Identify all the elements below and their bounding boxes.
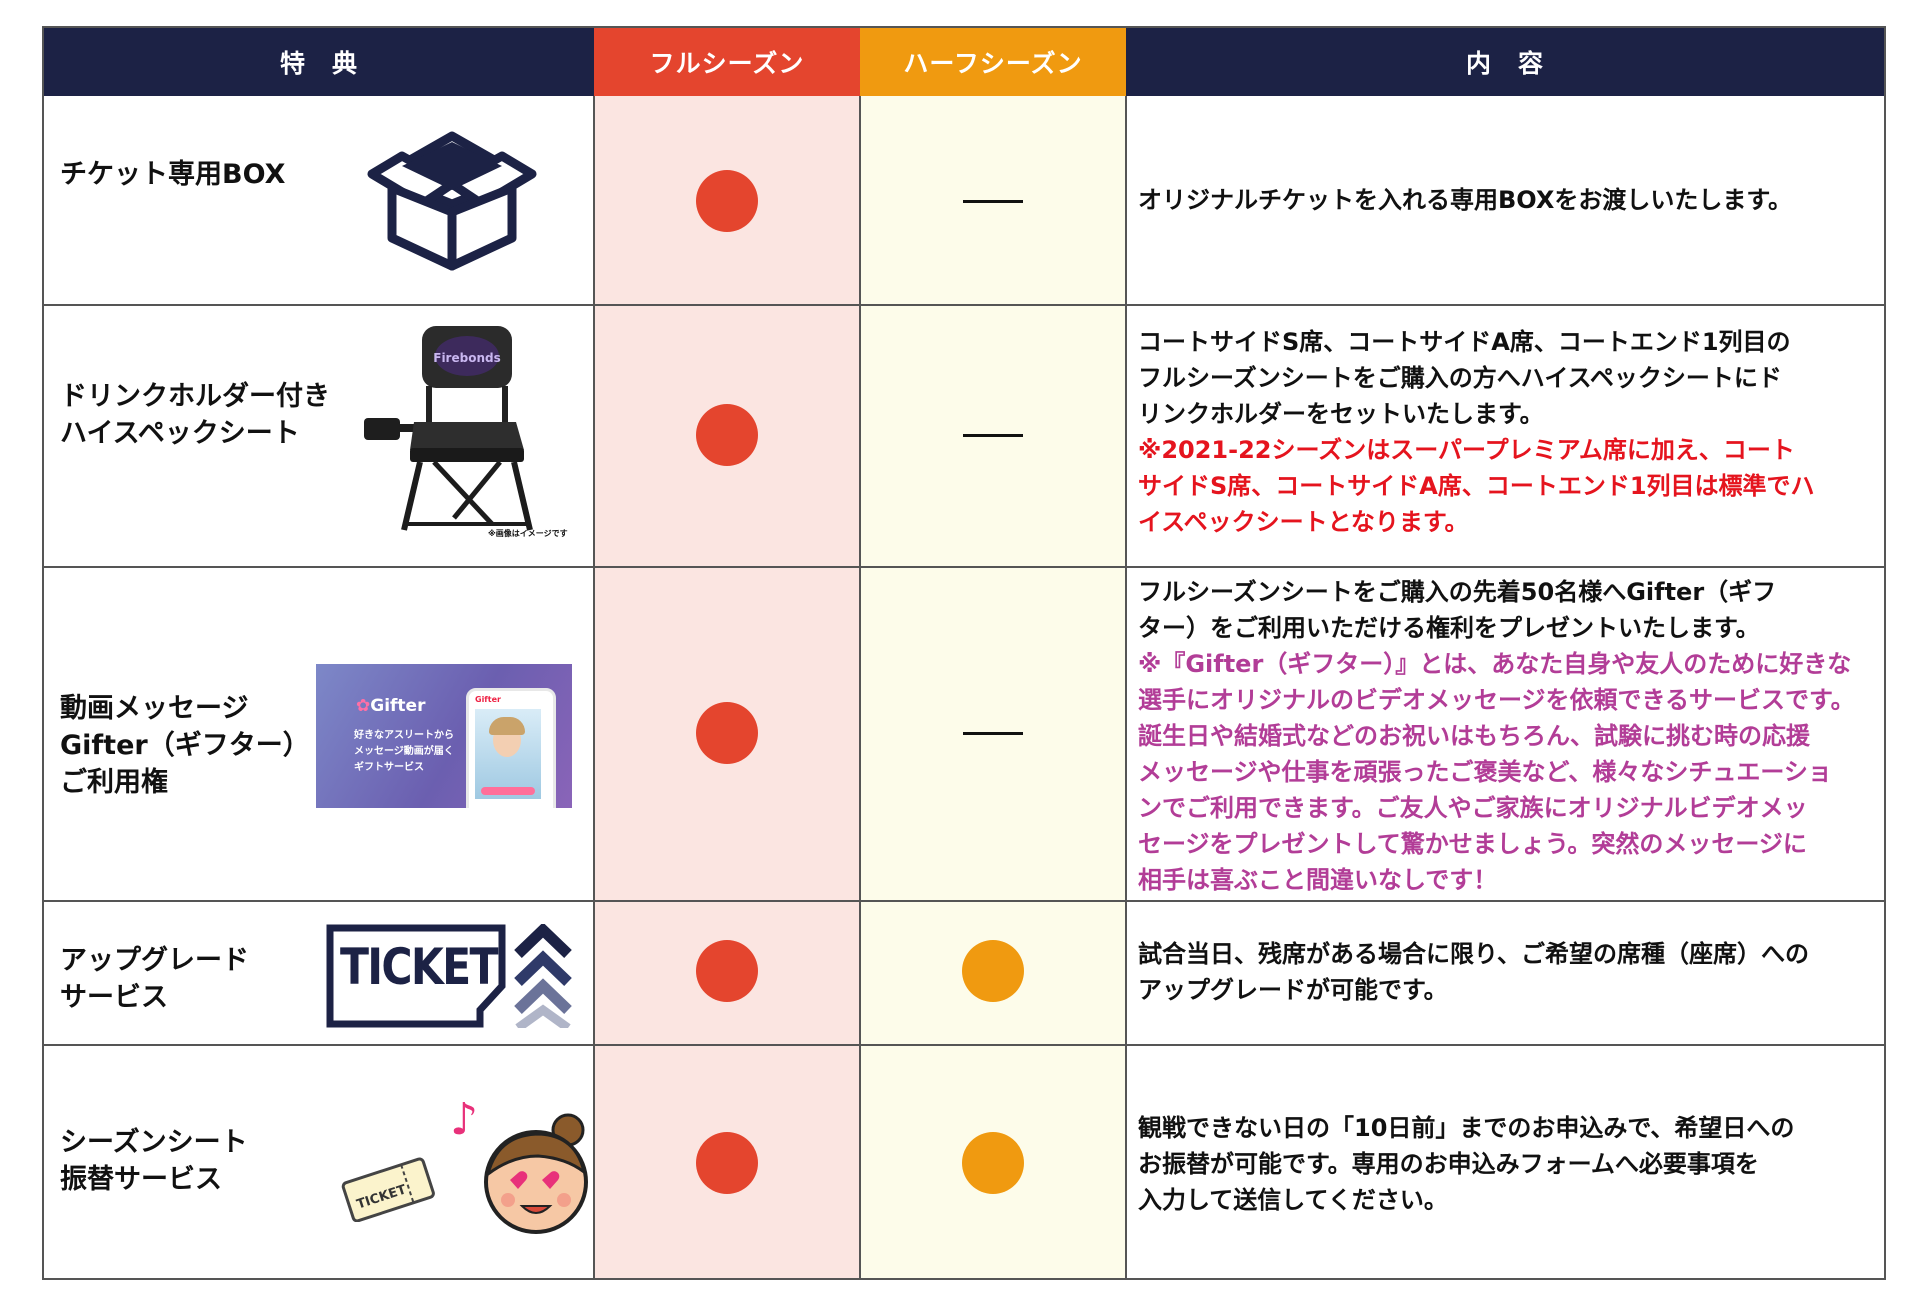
benefit-label-transfer: シーズンシート 振替サービス [60,1127,248,1195]
music-note-icon: ♪ [450,1094,479,1145]
gift-icon: ✿ [356,696,371,716]
gifter-logo: ✿Gifter [356,696,426,716]
full-season-column-bg [594,96,860,1278]
header-benefit: 特 典 [44,28,594,96]
banner-line-1: 好きなアスリートから [354,730,454,741]
half-season-column-bg [860,96,1126,1278]
full-season-available-dot [696,940,758,1002]
ticket-shape-icon [326,924,506,1028]
phone-logo: Gifter [475,695,501,704]
half-season-available-dot [962,940,1024,1002]
half-season-not-available-dash [963,434,1023,437]
benefit-label-gifter: 動画メッセージ Gifter（ギフター） ご利用権 [60,693,310,798]
banner-line-3: ギフトサービス [354,762,424,773]
content-gifter: フルシーズンシートをご購入の先着50名様へGifter（ギフ ター）をご利用いた… [1138,578,1855,894]
header-half-season: ハーフシーズン [860,28,1126,96]
photo-hair [489,717,525,735]
content-upgrade: 試合当日、残席がある場合に限り、ご希望の席種（座席）への アップグレードが可能で… [1138,940,1810,1004]
benefits-table: 特 典 フルシーズン ハーフシーズン 内 容 チケット専用BOX オリジナルチケ… [42,26,1886,1280]
chair-icon: Firebonds [364,326,533,531]
phone-pink-bar [481,787,535,795]
upgrade-chevrons-icon [514,924,572,1028]
half-season-not-available-dash [963,732,1023,735]
ticket-text: TICKET [340,938,498,996]
full-season-available-dot [696,404,758,466]
divider [44,304,1884,306]
divider [44,900,1884,902]
header-full-season: フルシーズン [594,28,860,96]
girl-ticket-icon: TICKET ♪ [334,1092,604,1242]
content-high-spec-seat: コートサイドS席、コートサイドA席、コートエンド1列目の フルシーズンシートをご… [1138,328,1815,536]
half-season-not-available-dash [963,200,1023,203]
full-season-available-dot [696,1132,758,1194]
divider [1125,96,1127,1278]
header-content: 内 容 [1126,28,1884,96]
ticket-upgrade-icon: TICKET [326,924,576,1034]
benefit-label-ticket-box: チケット専用BOX [60,159,286,190]
banner-line-2: メッセージ動画が届く [354,746,454,757]
phone-mockup: Gifter [466,688,556,808]
gifter-banner: ✿Gifter 好きなアスリートから メッセージ動画が届く ギフトサービス Gi… [316,664,572,808]
chair-logo-text: Firebonds [433,351,500,365]
image-caption: ※画像はイメージです [488,529,568,538]
divider [859,96,861,1278]
full-season-available-dot [696,702,758,764]
content-transfer: 観戦できない日の「10日前」までのお申込みで、希望日への お振替が可能です。専用… [1138,1114,1795,1214]
benefit-label-upgrade: アップグレード サービス [60,945,249,1013]
divider [593,96,595,1278]
divider [44,566,1884,568]
full-season-available-dot [696,170,758,232]
half-season-available-dot [962,1132,1024,1194]
box-icon [367,131,537,271]
girl-face-icon [484,1113,588,1234]
benefit-label-high-spec-seat: ドリンクホルダー付き ハイスペックシート [60,381,330,449]
divider [44,1044,1884,1046]
content-ticket-box: オリジナルチケットを入れる専用BOXをお渡しいたします。 [1138,186,1792,214]
small-ticket-icon [341,1157,435,1222]
